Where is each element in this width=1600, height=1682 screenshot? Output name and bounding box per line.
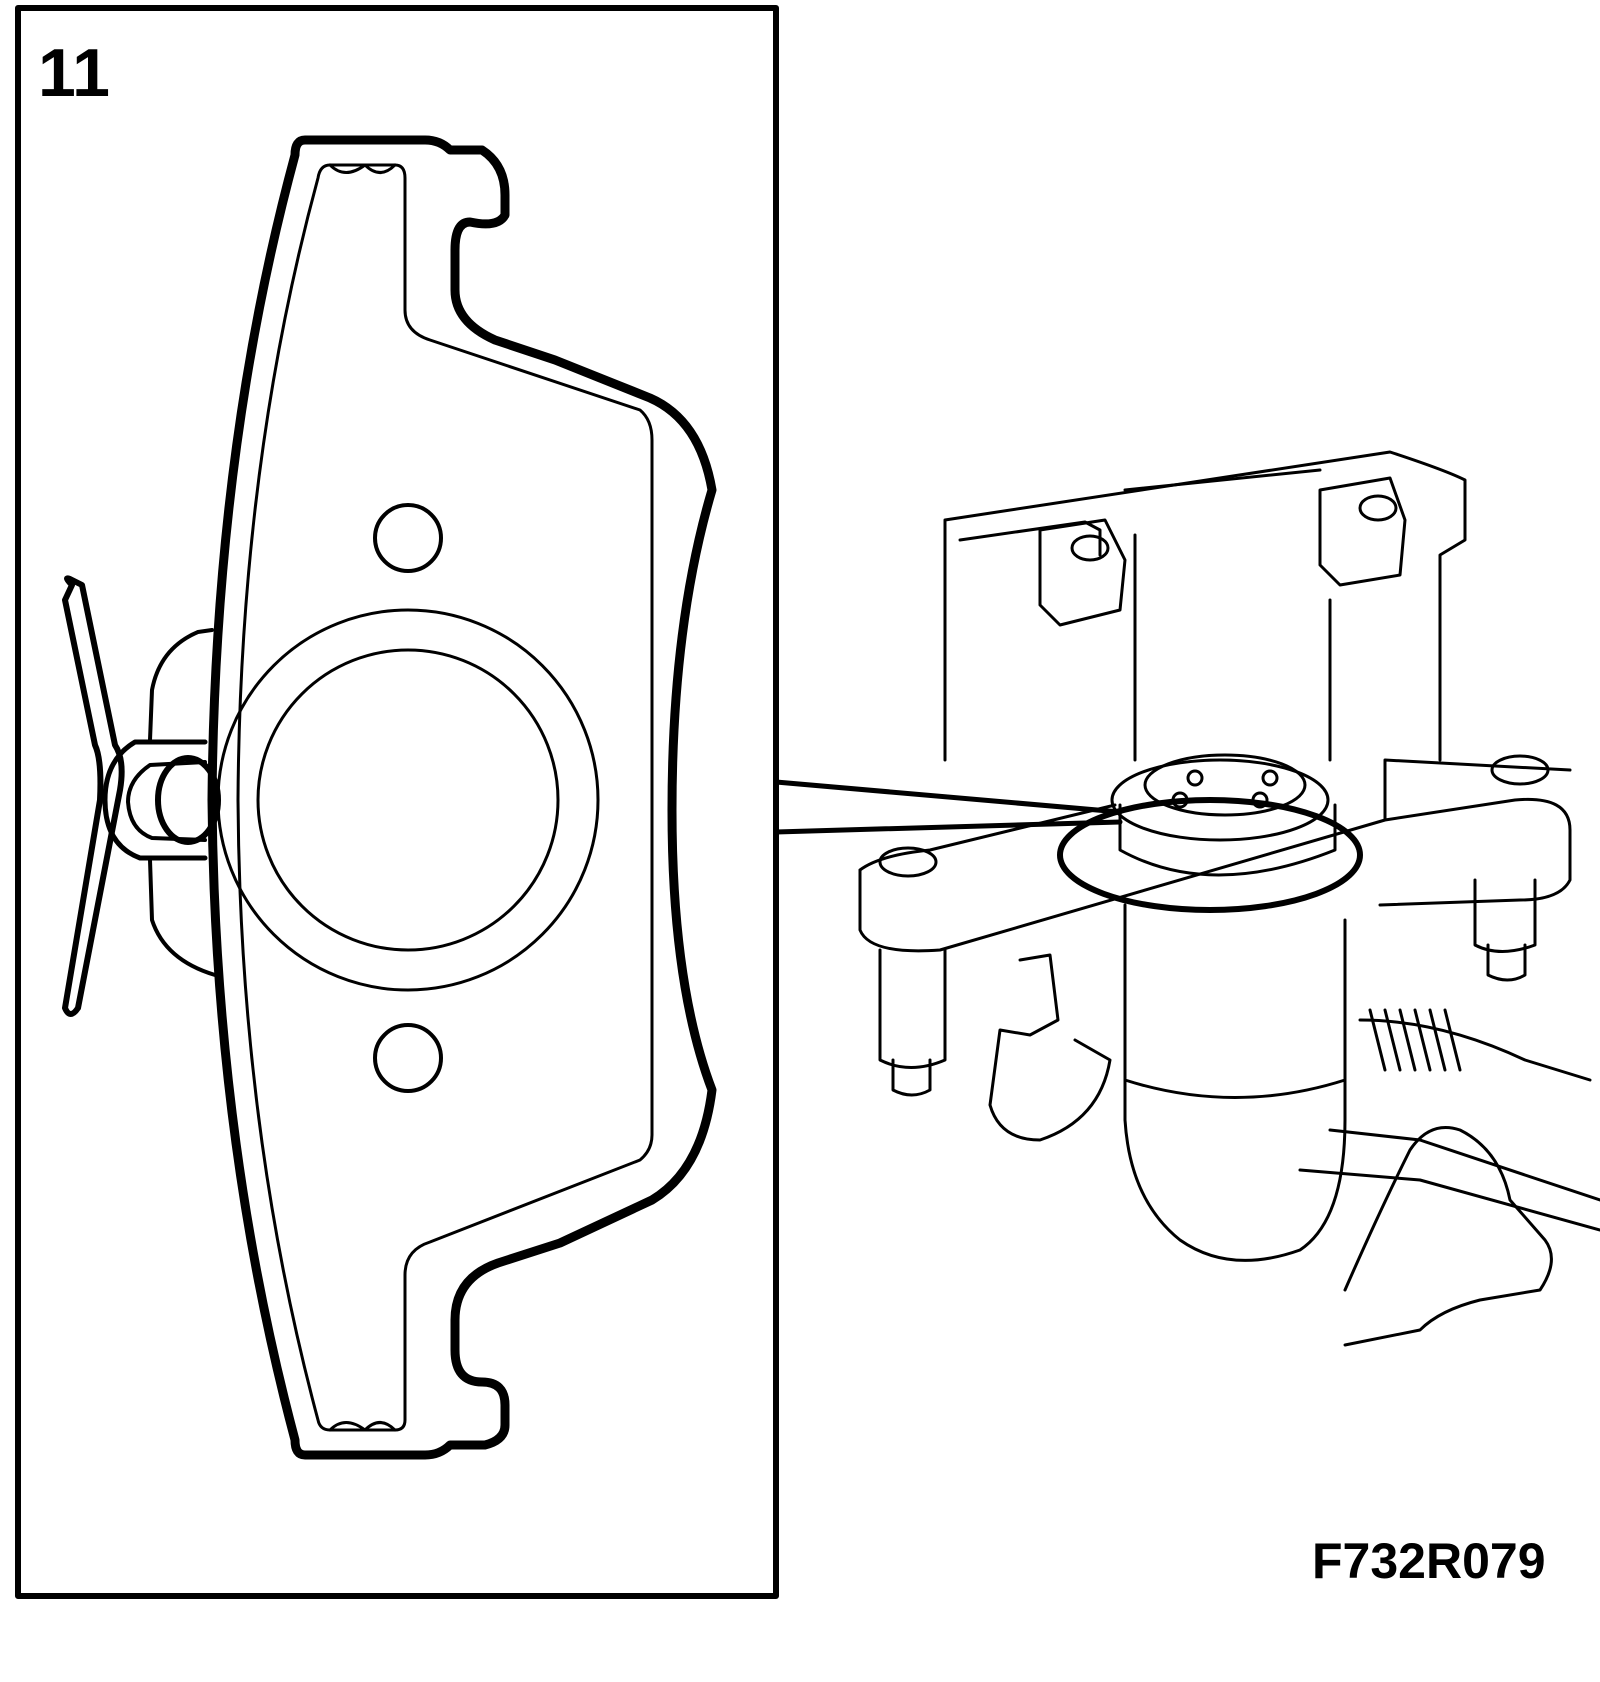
caliper-piston-top — [1143, 753, 1307, 817]
mechanic-hand — [1343, 1126, 1553, 1347]
pad-spring-clip — [62, 575, 125, 1017]
brake-pad — [62, 135, 717, 1460]
caliper-bleed-fitting — [988, 953, 1112, 1142]
pad-clip-hook — [102, 739, 208, 861]
caliper-piston-dimple-1 — [1186, 769, 1204, 787]
caliper-bracket-hole-left — [1070, 534, 1110, 562]
caliper-piston-dimple-4 — [1251, 791, 1269, 809]
caliper-piston-dimple-3 — [1171, 791, 1189, 809]
step-number: 11 — [38, 35, 110, 111]
caliper-bracket — [943, 450, 1467, 762]
pad-bottom-notch — [328, 1421, 397, 1432]
pad-top-notch — [328, 163, 397, 174]
pad-center-boss-outer — [216, 608, 600, 992]
detail-frame — [15, 5, 779, 1599]
pad-center-boss-inner — [256, 648, 560, 952]
pad-friction-surface — [236, 163, 654, 1432]
caliper-arm — [858, 758, 1572, 953]
caliper-bracket-lug-right — [1318, 476, 1407, 587]
pad-hole-upper — [373, 503, 443, 573]
caliper-guide-pin-right-top — [1490, 754, 1550, 786]
pad-hole-lower — [373, 1023, 443, 1093]
caliper-spring — [1368, 1008, 1462, 1072]
pad-outer-outline — [207, 135, 717, 1460]
caliper-guide-pin-left — [878, 948, 947, 1097]
pad-clip-base — [148, 628, 217, 977]
figure-code: F732R079 — [1312, 1533, 1546, 1589]
caliper-guide-pin-right — [1473, 878, 1537, 982]
pad-clip-ring — [155, 755, 221, 845]
caliper-housing — [1123, 903, 1347, 1262]
detail-pointer — [773, 779, 1123, 835]
caliper-assembly — [858, 450, 1600, 1347]
caliper-bracket-inner — [1123, 468, 1332, 762]
caliper-piston-dimple-2 — [1261, 769, 1279, 787]
caliper-piston-rim — [1057, 797, 1363, 913]
caliper-bracket-hole-right — [1358, 494, 1398, 522]
caliper-piston-body — [1118, 803, 1337, 877]
caliper-piston-face — [1110, 758, 1330, 842]
caliper-guide-pin-left-top — [878, 846, 938, 878]
caliper-bracket-lug-left — [1038, 518, 1127, 627]
pad-clip-hook-inner — [126, 760, 207, 842]
